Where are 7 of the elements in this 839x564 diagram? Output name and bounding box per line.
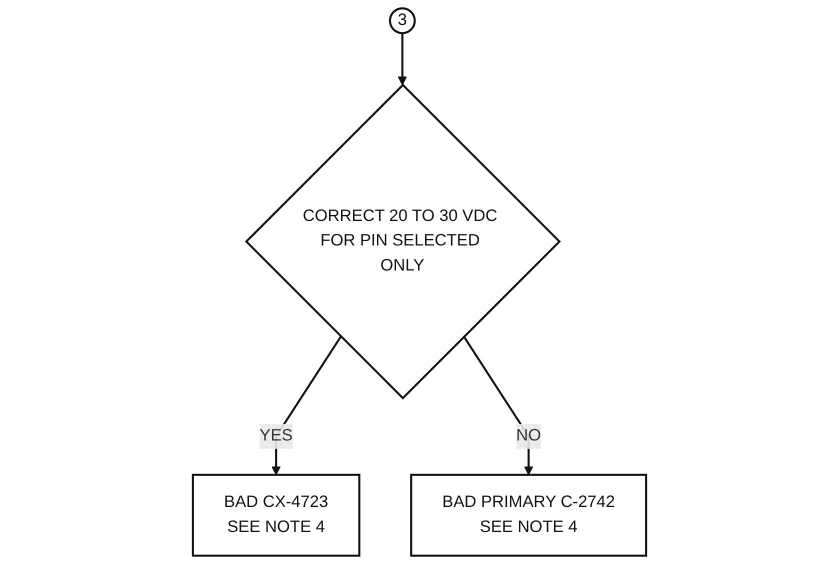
node-circle: 3	[388, 7, 416, 34]
arrow	[398, 33, 407, 86]
node-diamond: CORRECT 20 TO 30 VDC FOR PIN SELECTED ONLY	[244, 84, 561, 400]
node-box: BAD CX-4723 SEE NOTE 4	[192, 474, 360, 557]
edge-label: YES	[260, 427, 293, 445]
edge-label: NO	[516, 427, 542, 445]
node-box: BAD PRIMARY C-2742 SEE NOTE 4	[410, 474, 648, 557]
